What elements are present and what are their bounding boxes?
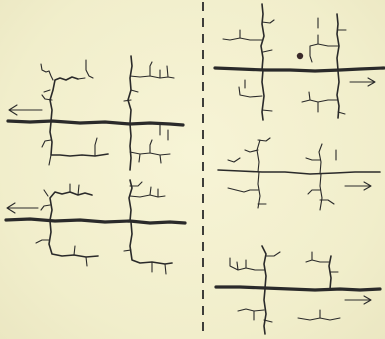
left-arrow-lower [7, 203, 38, 213]
branch [49, 221, 98, 257]
branch [239, 80, 272, 111]
branch [310, 18, 346, 62]
branch [128, 56, 132, 123]
left-arrow-upper [9, 105, 42, 115]
branch [262, 70, 264, 120]
branch [42, 138, 97, 165]
right-panel [215, 4, 384, 334]
right-arrow-middle [345, 182, 371, 190]
branch [130, 124, 131, 170]
branch [337, 14, 339, 70]
left-panel [6, 56, 185, 274]
branch [306, 144, 336, 210]
right-vein-system-bottom [216, 246, 380, 334]
branch [50, 122, 108, 156]
right-vein-system-middle [218, 138, 380, 210]
right-arrow-bottom [345, 296, 371, 304]
branch [298, 310, 340, 320]
branch [228, 158, 240, 190]
branch [238, 309, 272, 322]
branch [261, 4, 264, 70]
branch [130, 222, 172, 264]
main-vein [218, 170, 380, 174]
branch [41, 184, 79, 210]
left-vein-system-lower [6, 180, 185, 274]
right-vein-system-top [215, 4, 384, 120]
main-vein [6, 219, 185, 223]
right-arrow-top [350, 78, 375, 86]
specimen-dot [297, 53, 303, 59]
branch [50, 77, 78, 121]
branch [337, 71, 339, 118]
branch [306, 252, 338, 272]
branch [130, 182, 165, 197]
left-vein-system-upper [8, 56, 183, 170]
main-vein [215, 68, 384, 71]
main-vein [216, 287, 380, 290]
branch [50, 192, 92, 220]
branch [262, 246, 266, 288]
branch [223, 20, 274, 52]
branch [78, 60, 93, 79]
branch [236, 138, 270, 208]
branch [130, 124, 170, 163]
main-vein [8, 121, 183, 125]
branch [264, 289, 266, 334]
branch [230, 252, 280, 270]
branch [36, 240, 87, 266]
